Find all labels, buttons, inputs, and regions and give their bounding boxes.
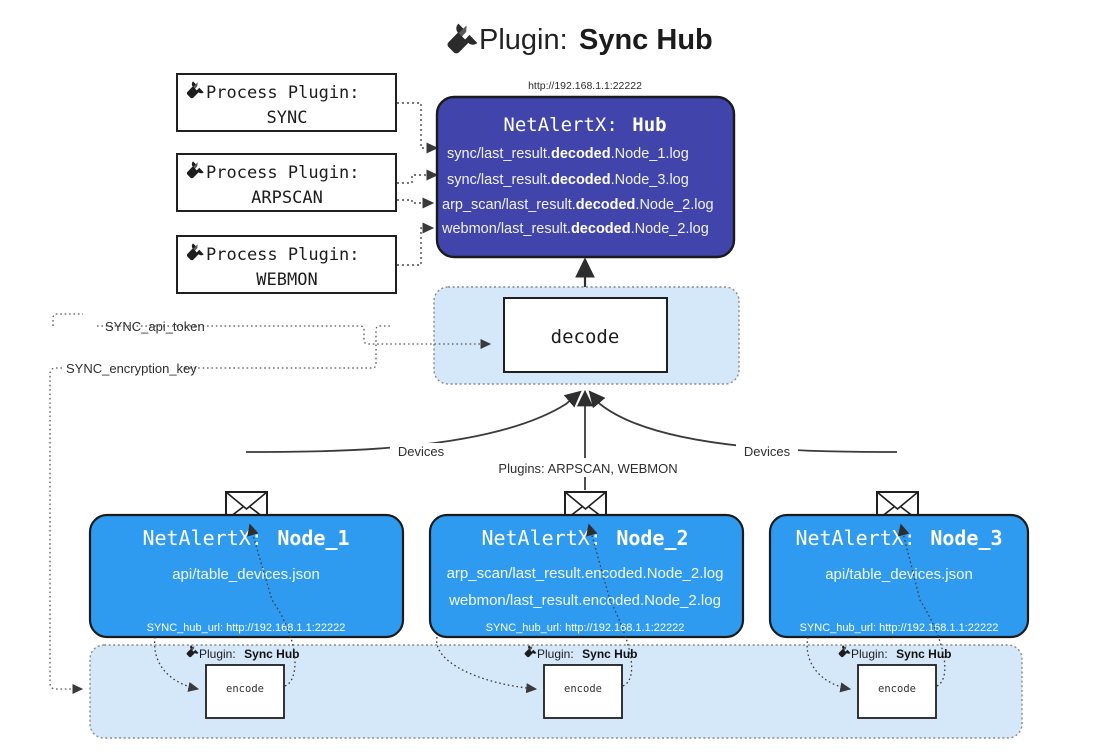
encode-label: encode	[226, 683, 264, 695]
edge-label-right: Devices	[744, 444, 791, 459]
encoder-plugin-prefix: Plugin:	[199, 647, 236, 661]
node-box-node-3[interactable]: NetAlertX: Node_3 api/table_devices.json…	[768, 513, 1030, 639]
plug-icon	[186, 161, 204, 179]
svg-text:Plugin: Sync Hub: Plugin: Sync Hub	[851, 645, 952, 662]
node-setting-label: SYNC_hub_url: http://192.168.1.1:22222	[486, 622, 685, 634]
page-title-name: Sync Hub	[579, 24, 713, 56]
edge-label-center: Plugins: ARPSCAN, WEBMON	[498, 461, 677, 476]
encoder-plugin-label-3: Plugin: Sync Hub	[838, 645, 952, 662]
hub-box[interactable]: NetAlertX: Hub sync/last_result.decoded.…	[435, 95, 736, 259]
process-plugin-box-arpscan[interactable]: Process Plugin: ARPSCAN	[176, 153, 397, 212]
sync-api-token-edge	[97, 325, 492, 350]
decode-container: decode	[433, 286, 740, 385]
encode-box-node-2[interactable]: encode	[543, 664, 623, 719]
encoder-plugin-name: Sync Hub	[896, 647, 951, 661]
node-title: NetAlertX: Node_2	[481, 526, 688, 550]
node-setting-label: SYNC_hub_url: http://192.168.1.1:22222	[147, 622, 346, 634]
encoder-plugin-label-2: Plugin: Sync Hub	[524, 645, 638, 662]
node-artifact-line: webmon/last_result.encoded.Node_2.log	[448, 592, 721, 609]
settings-edges	[49, 313, 492, 695]
node-box-node-2[interactable]: NetAlertX: Node_2 arp_scan/last_result.e…	[428, 513, 745, 639]
process-plugin-box-webmon[interactable]: Process Plugin: WEBMON	[176, 235, 397, 294]
page-title: Plugin: Sync Hub	[447, 23, 713, 56]
hub-title-name: Hub	[632, 114, 666, 136]
plugin-to-hub-edges	[397, 102, 439, 266]
encode-box-node-1[interactable]: encode	[205, 664, 285, 719]
node-title-name: Node_3	[930, 526, 1002, 550]
encoder-plugin-prefix: Plugin:	[537, 647, 574, 661]
node-title: NetAlertX: Node_1	[142, 526, 349, 550]
svg-text:Plugin: Sync Hub: Plugin: Sync Hub	[537, 645, 638, 662]
encoder-plugin-name: Sync Hub	[582, 647, 637, 661]
hub-url-label: http://192.168.1.1:22222	[528, 80, 642, 92]
hub-log-line: webmon/last_result.decoded.Node_2.log	[441, 221, 709, 237]
node-encode-edges	[153, 523, 946, 694]
encoder-plugin-name: Sync Hub	[244, 647, 299, 661]
hub-log-line: arp_scan/last_result.decoded.Node_2.log	[442, 197, 714, 213]
node-title-name: Node_1	[277, 526, 349, 550]
encoder-plugin-label-1: Plugin: Sync Hub	[186, 645, 300, 662]
node-title-prefix: NetAlertX:	[481, 526, 601, 550]
encode-label: encode	[564, 683, 602, 695]
hub-title-prefix: NetAlertX:	[503, 114, 617, 136]
hub-log-line: sync/last_result.decoded.Node_3.log	[447, 172, 689, 188]
hub-log-line: sync/last_result.decoded.Node_1.log	[447, 146, 689, 162]
plug-icon	[186, 81, 204, 99]
page-title-prefix: Plugin:	[479, 24, 568, 56]
plug-icon	[186, 645, 199, 658]
process-plugin-label: Process Plugin:	[206, 83, 360, 103]
node-title-prefix: NetAlertX:	[142, 526, 262, 550]
encoder-plugin-prefix: Plugin:	[851, 647, 888, 661]
settings-edge-label: SYNC_api_token	[105, 319, 205, 334]
sync-encryption-key-edge	[49, 367, 84, 695]
edge-label-left: Devices	[398, 444, 445, 459]
process-plugin-label: Process Plugin:	[206, 163, 360, 183]
process-plugin-name: ARPSCAN	[251, 188, 323, 208]
plug-icon	[524, 645, 537, 658]
process-plugin-label: Process Plugin:	[206, 245, 360, 265]
decode-label: decode	[551, 326, 620, 348]
node-box-node-1[interactable]: NetAlertX: Node_1 api/table_devices.json…	[88, 513, 405, 639]
process-plugin-name: WEBMON	[256, 270, 317, 290]
process-plugin-box-sync[interactable]: Process Plugin: SYNC	[176, 73, 397, 132]
process-plugin-name: SYNC	[267, 108, 308, 128]
node-setting-label: SYNC_hub_url: http://192.168.1.1:22222	[800, 622, 999, 634]
node-artifact-line: arp_scan/last_result.encoded.Node_2.log	[447, 565, 724, 582]
hub-title: NetAlertX: Hub	[503, 114, 666, 136]
plug-icon	[447, 23, 478, 54]
node-title-name: Node_2	[616, 526, 688, 550]
node-title: NetAlertX: Node_3	[795, 526, 1002, 550]
svg-text:Plugin: Sync Hub: Plugin: Sync Hub	[199, 645, 300, 662]
encode-box-node-3[interactable]: encode	[857, 664, 937, 719]
node-artifact-line: api/table_devices.json	[825, 566, 973, 583]
plug-icon	[838, 645, 851, 658]
node-artifact-line: api/table_devices.json	[172, 566, 320, 583]
node-title-prefix: NetAlertX:	[795, 526, 915, 550]
plug-icon	[186, 243, 204, 261]
settings-edge-label: SYNC_encryption_key	[66, 361, 197, 376]
encode-label: encode	[878, 683, 916, 695]
